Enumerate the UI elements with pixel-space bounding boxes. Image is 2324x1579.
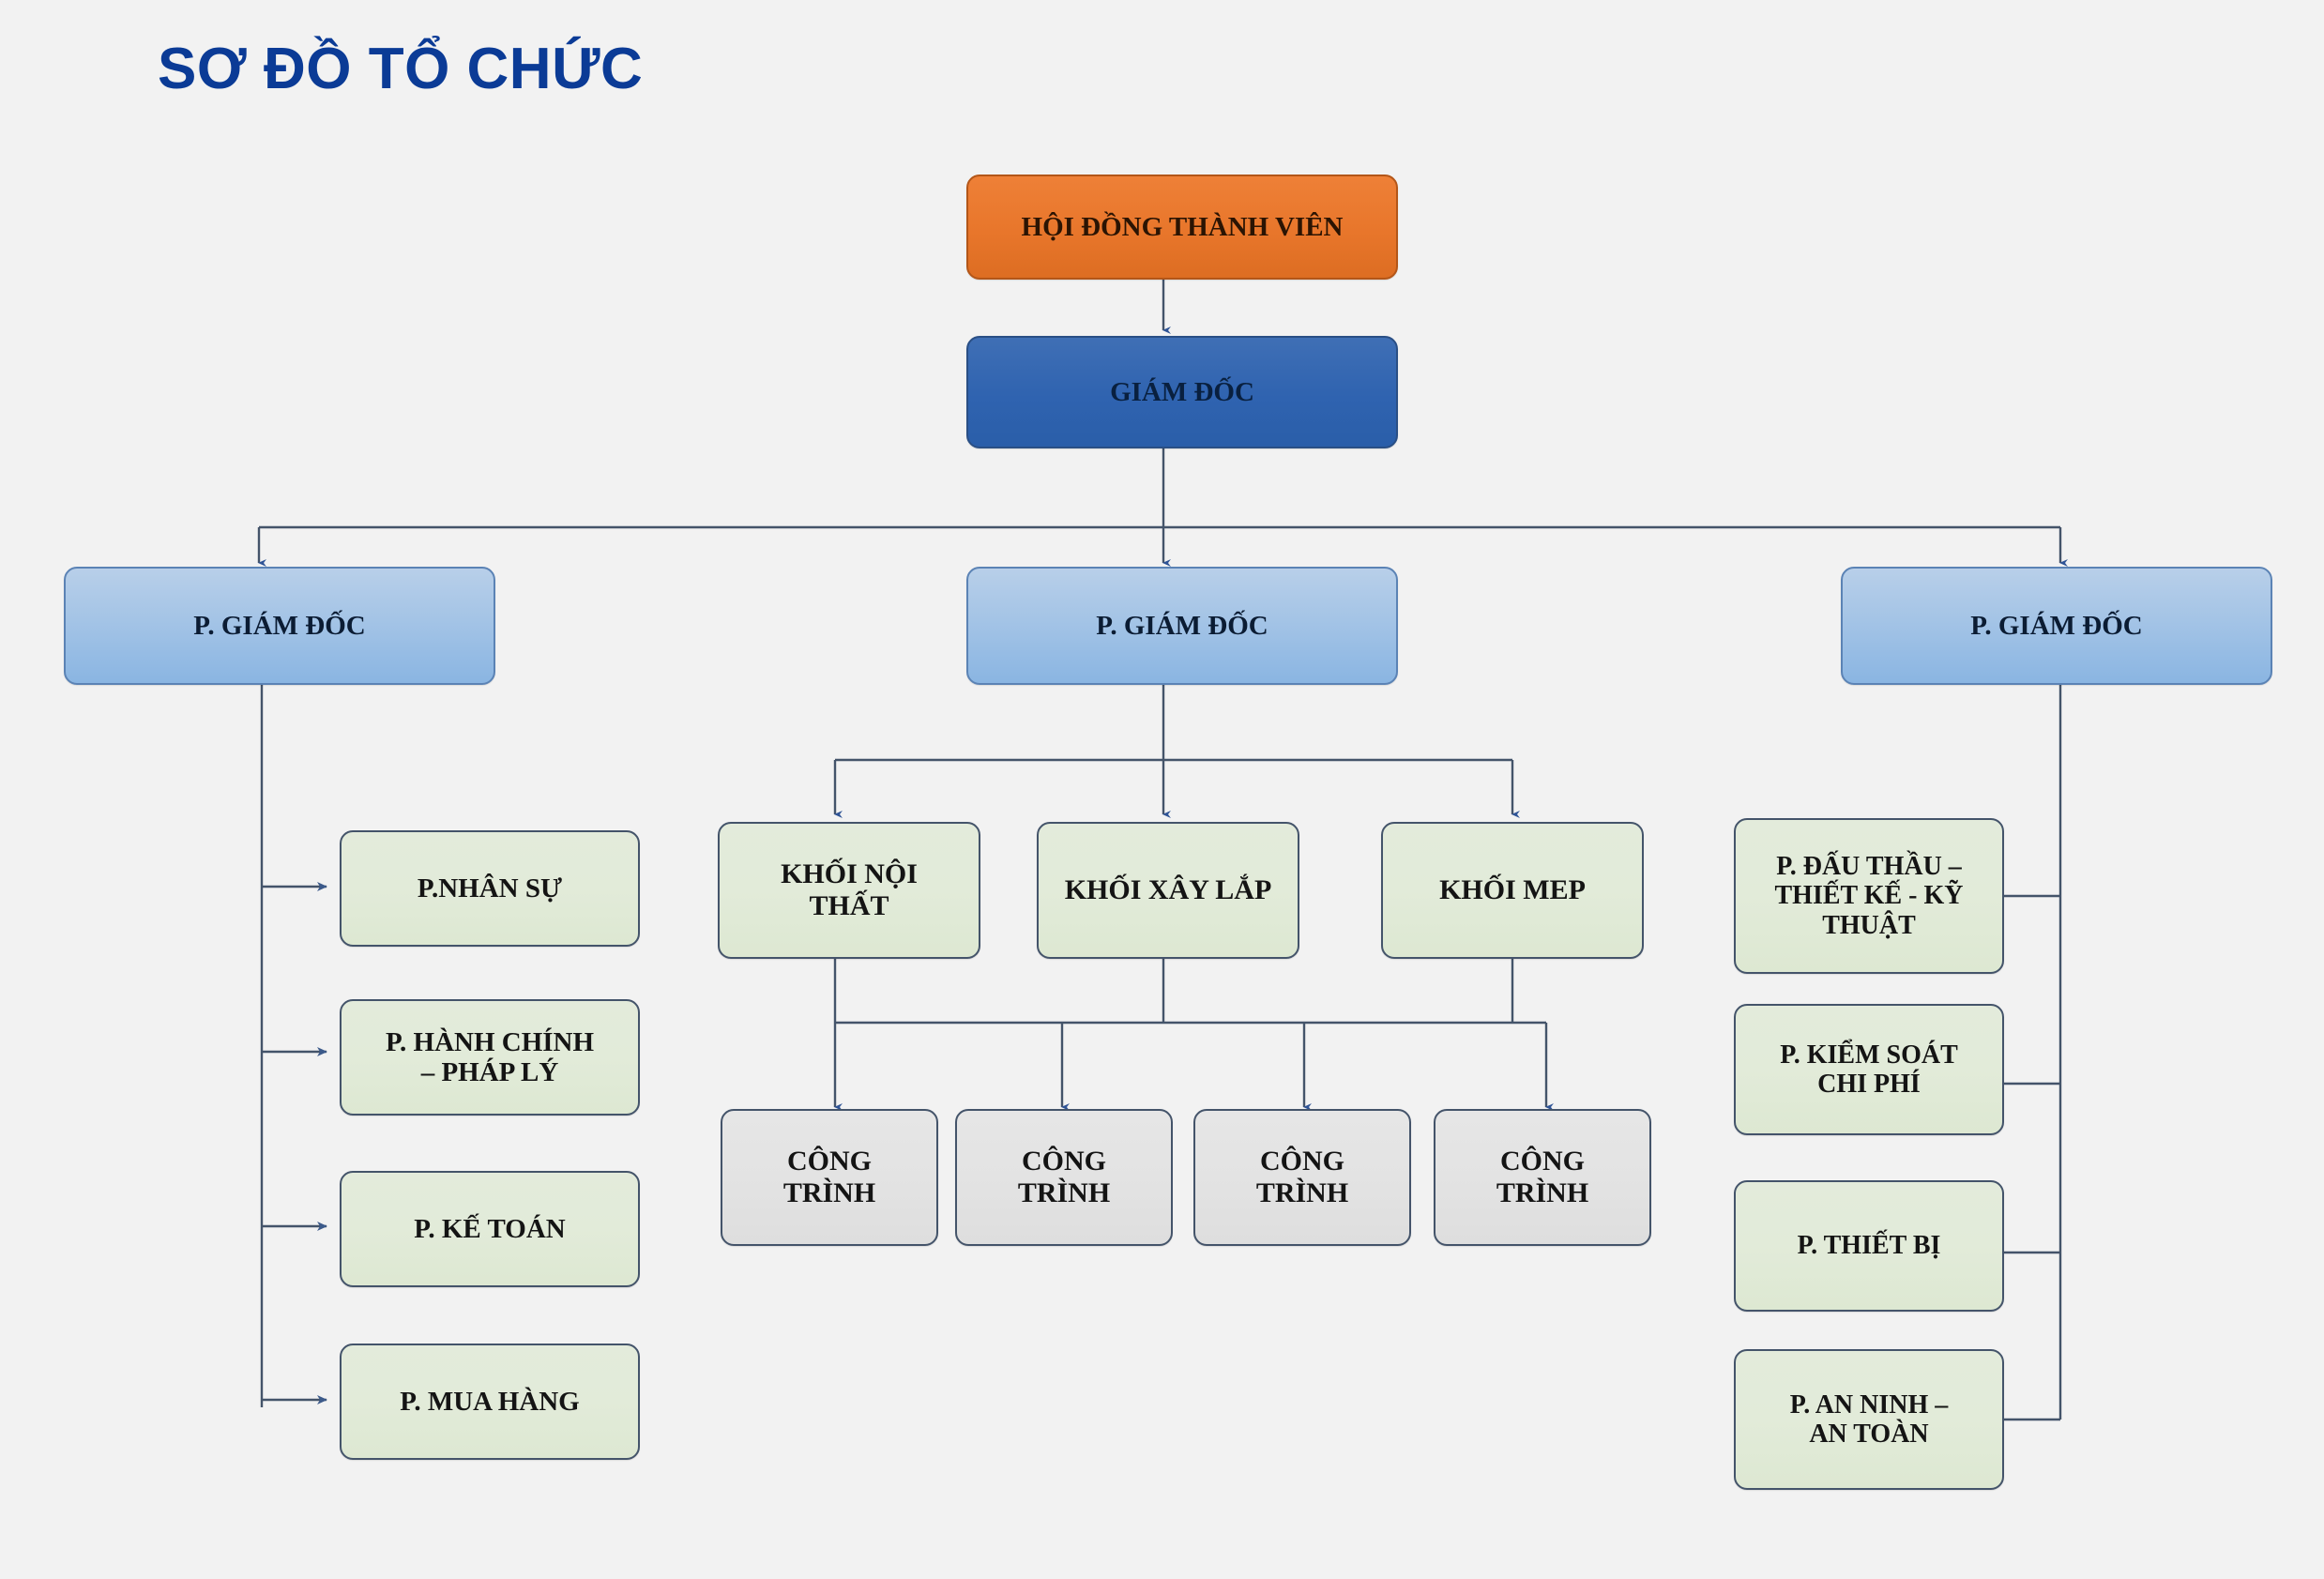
node-label-line2: TRÌNH xyxy=(1255,1177,1349,1208)
node-label: KHỐI XÂY LẮP xyxy=(1064,874,1272,906)
node-pho-giam-doc-left[interactable]: P. GIÁM ĐỐC xyxy=(64,567,495,685)
node-hoi-dong-thanh-vien[interactable]: HỘI ĐỒNG THÀNH VIÊN xyxy=(966,175,1398,280)
node-dau-thau-thiet-ke-ky-thuat[interactable]: P. ĐẤU THẦU – THIẾT KẾ - KỸ THUẬT xyxy=(1734,818,2004,974)
node-label-line1: CÔNG xyxy=(787,1146,872,1177)
node-pho-giam-doc-right[interactable]: P. GIÁM ĐỐC xyxy=(1841,567,2272,685)
node-label-line2: TRÌNH xyxy=(1017,1177,1111,1208)
node-cong-trinh-2[interactable]: CÔNG TRÌNH xyxy=(955,1109,1173,1246)
node-label-line2: – PHÁP LÝ xyxy=(420,1057,559,1087)
node-label-line1: P. AN NINH – xyxy=(1789,1389,1949,1420)
node-pho-giam-doc-center[interactable]: P. GIÁM ĐỐC xyxy=(966,567,1398,685)
node-khoi-mep[interactable]: KHỐI MEP xyxy=(1381,822,1644,959)
node-label-line2: TRÌNH xyxy=(1496,1177,1589,1208)
node-label: KHỐI MEP xyxy=(1439,874,1586,906)
node-label-line1: P. ĐẤU THẦU – xyxy=(1776,851,1962,881)
node-giam-doc[interactable]: GIÁM ĐỐC xyxy=(966,336,1398,448)
node-khoi-xay-lap[interactable]: KHỐI XÂY LẮP xyxy=(1037,822,1299,959)
node-cong-trinh-1[interactable]: CÔNG TRÌNH xyxy=(721,1109,938,1246)
node-label-line1: CÔNG xyxy=(1022,1146,1106,1177)
node-label-line2: CHI PHÍ xyxy=(1817,1070,1921,1099)
node-thiet-bi[interactable]: P. THIẾT BỊ xyxy=(1734,1180,2004,1312)
node-label: P. GIÁM ĐỐC xyxy=(1096,610,1268,641)
node-cong-trinh-3[interactable]: CÔNG TRÌNH xyxy=(1193,1109,1411,1246)
node-label: P. THIẾT BỊ xyxy=(1797,1231,1941,1261)
node-label: HỘI ĐỒNG THÀNH VIÊN xyxy=(1021,211,1344,242)
node-label-line1: CÔNG xyxy=(1260,1146,1344,1177)
node-hanh-chinh-phap-ly[interactable]: P. HÀNH CHÍNH – PHÁP LÝ xyxy=(340,999,640,1116)
node-label: GIÁM ĐỐC xyxy=(1110,376,1254,407)
node-label-line1: CÔNG xyxy=(1500,1146,1585,1177)
node-label-line3: THUẬT xyxy=(1822,910,1916,940)
node-mua-hang[interactable]: P. MUA HÀNG xyxy=(340,1344,640,1460)
node-an-ninh-an-toan[interactable]: P. AN NINH – AN TOÀN xyxy=(1734,1349,2004,1490)
page-title: SƠ ĐỒ TỔ CHỨC xyxy=(158,37,644,101)
node-label: P. GIÁM ĐỐC xyxy=(193,610,366,641)
node-kiem-soat-chi-phi[interactable]: P. KIỂM SOÁT CHI PHÍ xyxy=(1734,1004,2004,1135)
node-label: P. KẾ TOÁN xyxy=(414,1213,566,1244)
node-label-line2: TRÌNH xyxy=(782,1177,876,1208)
node-label: P. MUA HÀNG xyxy=(400,1386,580,1417)
node-label-line1: KHỐI NỘI xyxy=(781,858,918,890)
node-label-line2: THIẾT KẾ - KỸ xyxy=(1774,881,1964,911)
node-label-line2: AN TOÀN xyxy=(1809,1420,1929,1449)
node-label-line2: THẤT xyxy=(809,890,889,921)
node-label-line1: P. KIỂM SOÁT xyxy=(1780,1040,1958,1070)
node-label: P.NHÂN SỰ xyxy=(417,873,563,903)
node-cong-trinh-4[interactable]: CÔNG TRÌNH xyxy=(1434,1109,1651,1246)
node-khoi-noi-that[interactable]: KHỐI NỘI THẤT xyxy=(718,822,980,959)
node-label: P. GIÁM ĐỐC xyxy=(1970,610,2143,641)
node-ke-toan[interactable]: P. KẾ TOÁN xyxy=(340,1171,640,1287)
node-nhan-su[interactable]: P.NHÂN SỰ xyxy=(340,830,640,947)
node-label-line1: P. HÀNH CHÍNH xyxy=(385,1026,595,1057)
